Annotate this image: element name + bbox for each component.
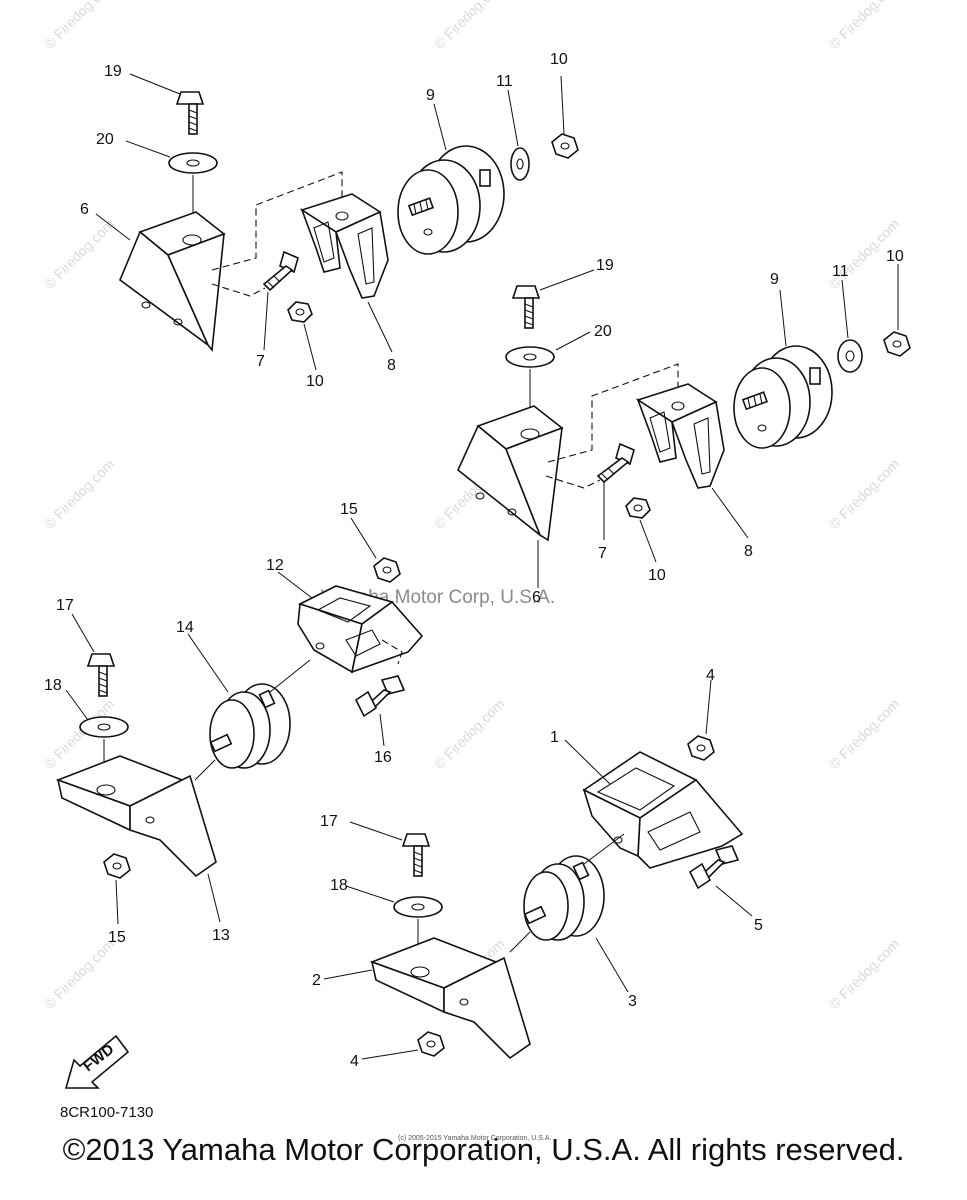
mount-assembly-upper-left: [119, 91, 579, 353]
nut-10: [287, 301, 313, 323]
callout-label: 10: [886, 248, 904, 265]
callout-label: 7: [598, 545, 607, 562]
engine-mount-3: [523, 833, 625, 941]
washer-20: [505, 346, 555, 368]
watermark: © Firedog.com: [41, 456, 117, 532]
callout-label: 3: [628, 993, 637, 1010]
callout-label: 10: [306, 373, 324, 390]
bolt-17: [401, 833, 431, 877]
bolt-7: [596, 442, 635, 484]
washer-11: [837, 339, 863, 373]
washer-18: [79, 716, 129, 738]
engine-mount-14: [209, 659, 311, 769]
callout-labels: 19 20 9 11 10 6 7 10 8 19 9 11 10 20 7 8…: [44, 51, 904, 1070]
watermark: © Firedog.com: [826, 0, 902, 52]
callout-label: 11: [832, 263, 849, 280]
watermark: © Firedog.com: [41, 936, 117, 1012]
nut-4: [417, 1031, 445, 1057]
mount-assembly-lower-left: [55, 557, 424, 879]
bracket-13: [55, 755, 217, 878]
washer-20: [168, 152, 218, 174]
callout-label: 6: [532, 589, 541, 606]
callout-label: 10: [550, 51, 568, 68]
bracket-2: [369, 937, 531, 1060]
bolt-17: [86, 653, 116, 697]
copyright-notice: ©2013 Yamaha Motor Corporation, U.S.A. A…: [62, 1132, 905, 1167]
bracket-6: [457, 405, 564, 542]
callout-label: 20: [96, 131, 114, 148]
mount-assembly-lower-right: [369, 735, 744, 1060]
callout-label: 4: [706, 667, 715, 684]
callout-label: 14: [176, 619, 194, 636]
callout-label: 1: [550, 729, 559, 746]
callout-label: 11: [496, 73, 513, 90]
callout-label: 8: [744, 543, 753, 560]
engine-mount-9: [397, 145, 505, 255]
bracket-1: [582, 751, 744, 869]
watermark: © Firedog.com: [41, 216, 117, 292]
bracket-12: [297, 585, 424, 674]
callout-label: 15: [340, 501, 358, 518]
diagram-code: 8CR100-7130: [60, 1104, 153, 1121]
watermark: © Firedog.com: [431, 0, 507, 52]
mount-assembly-upper-right: [457, 285, 911, 542]
callout-label: 16: [374, 749, 392, 766]
nut-10: [625, 497, 651, 519]
watermark: © Firedog.com: [431, 696, 507, 772]
callout-label: 7: [256, 353, 265, 370]
bolt-19: [511, 285, 541, 329]
engine-mount-9: [733, 345, 833, 449]
tiny-copyright: (c) 2005-2015 Yamaha Motor Corporation, …: [398, 1135, 551, 1142]
bolt-16: [354, 675, 406, 718]
callout-label: 18: [330, 877, 348, 894]
callout-label: 15: [108, 929, 126, 946]
bracket-8: [300, 193, 389, 299]
bolt-5: [688, 845, 740, 890]
callout-label: 4: [350, 1053, 359, 1070]
nut-15: [373, 557, 401, 583]
callout-label: 13: [212, 927, 230, 944]
callout-label: 17: [320, 813, 338, 830]
callout-label: 18: [44, 677, 62, 694]
callout-label: 12: [266, 557, 284, 574]
callout-label: 9: [770, 271, 779, 288]
bolt-19: [175, 91, 205, 135]
watermark: © Firedog.com: [41, 0, 117, 52]
callout-label: 10: [648, 567, 666, 584]
nut-15: [103, 853, 131, 879]
watermark: © Firedog.com: [826, 936, 902, 1012]
bracket-6: [119, 211, 226, 353]
nut-10: [551, 133, 579, 159]
callout-label: 5: [754, 917, 763, 934]
nut-4: [687, 735, 715, 761]
leader-lines: [65, 73, 899, 1060]
nut-10: [883, 331, 911, 357]
callout-label: 19: [596, 257, 614, 274]
watermark: © Firedog.com: [826, 456, 902, 532]
bracket-8: [636, 383, 725, 489]
callout-label: 19: [104, 63, 122, 80]
callout-label: 6: [80, 201, 89, 218]
callout-label: 9: [426, 87, 435, 104]
callout-label: 2: [312, 972, 321, 989]
callout-label: 17: [56, 597, 74, 614]
fwd-arrow-icon: FWD: [64, 1034, 130, 1089]
washer-11: [510, 147, 530, 181]
bolt-7: [262, 250, 299, 292]
washer-18: [393, 896, 443, 918]
watermark: © Firedog.com: [826, 696, 902, 772]
callout-label: 20: [594, 323, 612, 340]
callout-label: 8: [387, 357, 396, 374]
